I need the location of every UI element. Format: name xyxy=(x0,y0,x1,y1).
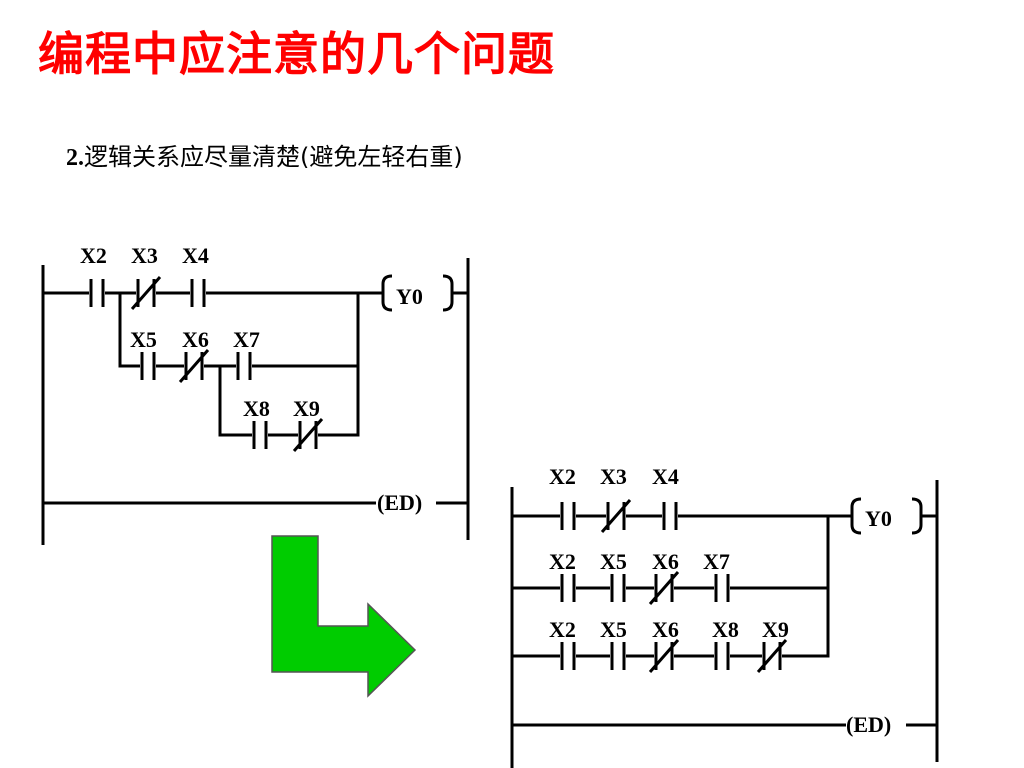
label-x9-row3-after: X9 xyxy=(762,617,789,642)
label-x2-row1-after: X2 xyxy=(549,464,576,489)
coil-label-before: Y0 xyxy=(396,284,423,309)
label-x8-row3-after: X8 xyxy=(712,617,739,642)
contact-nc-x3-row1-after xyxy=(600,499,632,533)
row-3-wire-after xyxy=(512,588,830,658)
label-x5-row2-after: X5 xyxy=(600,549,627,574)
contact-nc-x6-row2-after xyxy=(648,571,680,605)
contact-nc-x3-before xyxy=(130,276,162,310)
branch-x5-x7-wire xyxy=(118,293,360,368)
section-note: (避免左轻右重) xyxy=(300,143,463,171)
label-x6-row2-after: X6 xyxy=(652,549,679,574)
section-heading: 2.逻辑关系应尽量清楚(避免左轻右重) xyxy=(66,137,463,172)
label-x2-row3-after: X2 xyxy=(549,617,576,642)
transform-arrow-icon xyxy=(271,535,417,698)
label-x4-before: X4 xyxy=(182,243,209,268)
label-x6-row3-after: X6 xyxy=(652,617,679,642)
contact-nc-x6-row3-after xyxy=(648,639,680,673)
end-label-after: (ED) xyxy=(846,712,891,737)
contact-no-x8-before xyxy=(252,421,268,449)
section-number: 2. xyxy=(66,145,84,171)
contact-nc-x9-row3-after xyxy=(756,639,788,673)
label-x2-row2-after: X2 xyxy=(549,549,576,574)
contact-no-x7-before xyxy=(236,352,252,380)
contact-no-x5-row2-after xyxy=(610,574,626,602)
branch-x8-x9-wire xyxy=(218,366,360,437)
label-x5-row3-after: X5 xyxy=(600,617,627,642)
contact-no-x7-row2-after xyxy=(714,574,730,602)
label-x2-before: X2 xyxy=(80,243,107,268)
contact-nc-x9-before xyxy=(292,418,324,452)
label-x8-before: X8 xyxy=(243,396,270,421)
label-x9-before: X9 xyxy=(293,396,320,421)
contact-no-x2-row3-after xyxy=(560,642,576,670)
label-x7-before: X7 xyxy=(233,327,260,352)
wires xyxy=(41,258,939,768)
coil-right-bracket-after xyxy=(911,497,923,535)
label-x3-before: X3 xyxy=(131,243,158,268)
contact-no-x5-before xyxy=(140,352,156,380)
label-x3-row1-after: X3 xyxy=(600,464,627,489)
label-x6-before: X6 xyxy=(182,327,209,352)
row-2-wire-after xyxy=(512,516,830,590)
contact-no-x4-row1-after xyxy=(662,502,678,530)
contact-no-x8-row3-after xyxy=(714,642,730,670)
end-label-before: (ED) xyxy=(377,490,422,515)
section-text: 逻辑关系应尽量清楚 xyxy=(84,143,300,171)
coil-label-after: Y0 xyxy=(865,506,892,531)
coil-right-bracket-before xyxy=(442,274,454,312)
contact-nc-x6-before xyxy=(178,349,210,383)
label-x5-before: X5 xyxy=(130,327,157,352)
contact-no-x2-before xyxy=(89,279,105,307)
coil-left-bracket-after xyxy=(850,497,862,535)
contact-no-x5-row3-after xyxy=(610,642,626,670)
coil-left-bracket-before xyxy=(381,274,393,312)
contact-no-x2-row1-after xyxy=(560,502,576,530)
label-x4-row1-after: X4 xyxy=(652,464,679,489)
contact-no-x4-before xyxy=(190,279,206,307)
label-x7-row2-after: X7 xyxy=(703,549,730,574)
contact-no-x2-row2-after xyxy=(560,574,576,602)
page-title: 编程中应注意的几个问题 xyxy=(38,27,555,81)
